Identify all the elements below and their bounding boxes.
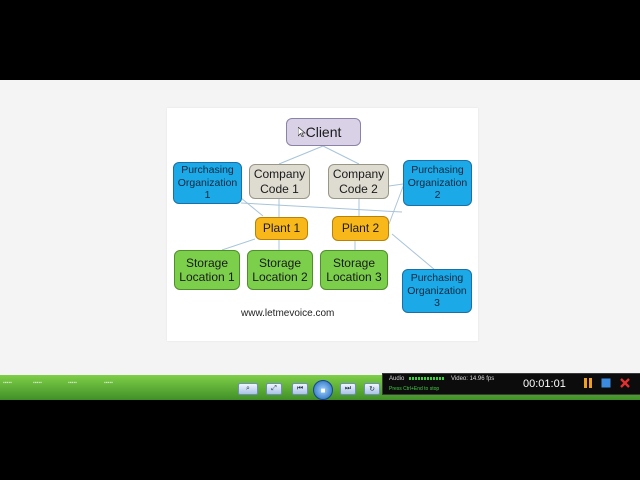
connector-lines [221, 145, 436, 271]
zoom-icon[interactable]: ⌕ [238, 383, 258, 395]
purchasing-org-1-box: Purchasing Organization 1 [173, 162, 242, 204]
company-code-1-box: Company Code 1 [249, 164, 310, 199]
pause-icon[interactable] [582, 377, 594, 389]
connector-po1-plant2 [240, 202, 403, 213]
connector-cc2-po2 [388, 183, 404, 187]
play-icon[interactable]: ■ [313, 380, 333, 400]
company-code-2-box: Company Code 2 [328, 164, 389, 199]
elapsed-time: 00:01:01 [523, 378, 566, 390]
audio-label: Audio [389, 376, 405, 382]
repeat-icon[interactable]: ↻ [364, 383, 380, 395]
taskbar-item-4[interactable]: ▪▪▪▪▪ [104, 380, 113, 386]
mouse-cursor-icon [298, 127, 306, 137]
close-icon[interactable] [619, 377, 631, 389]
video-fps-label: Video: 14.96 fps [451, 376, 495, 382]
purchasing-org-3-box: Purchasing Organization 3 [402, 269, 472, 313]
storage-location-3-box: Storage Location 3 [320, 250, 388, 290]
connector-plant1-sl1 [221, 238, 256, 251]
next-icon[interactable]: ⏭ [340, 383, 356, 395]
storage-location-1-box: Storage Location 1 [174, 250, 240, 290]
purchasing-org-2-box: Purchasing Organization 2 [403, 160, 472, 206]
connector-plant2-po3 [391, 233, 436, 271]
desktop-screen: Client Company Code 1 Company Code 2 Pur… [0, 80, 640, 375]
connector-po2-plant2 [388, 183, 405, 225]
website-url: www.letmevoice.com [241, 308, 335, 319]
presentation-slide: Client Company Code 1 Company Code 2 Pur… [167, 108, 478, 341]
previous-icon[interactable]: ⏮ [292, 383, 308, 395]
audio-level-meter [409, 377, 445, 380]
connector-client-cc1 [278, 145, 324, 165]
stop-hint: Press Ctrl+End to stop [389, 386, 440, 392]
connector-client-cc2 [322, 145, 360, 165]
connector-po1-plant1 [240, 197, 264, 217]
taskbar-item-3[interactable]: ▪▪▪▪▪ [68, 380, 77, 386]
plant-1-box: Plant 1 [255, 217, 308, 240]
fullscreen-icon[interactable]: ⤢ [266, 383, 282, 395]
taskbar-item-1[interactable]: ▪▪▪▪▪ [3, 380, 12, 386]
screen-recorder-bar: Audio Video: 14.96 fps Press Ctrl+End to… [382, 373, 640, 395]
storage-location-2-box: Storage Location 2 [247, 250, 313, 290]
taskbar-item-2[interactable]: ▪▪▪▪▪ [33, 380, 42, 386]
plant-2-box: Plant 2 [332, 216, 389, 241]
stop-icon[interactable] [600, 377, 612, 389]
